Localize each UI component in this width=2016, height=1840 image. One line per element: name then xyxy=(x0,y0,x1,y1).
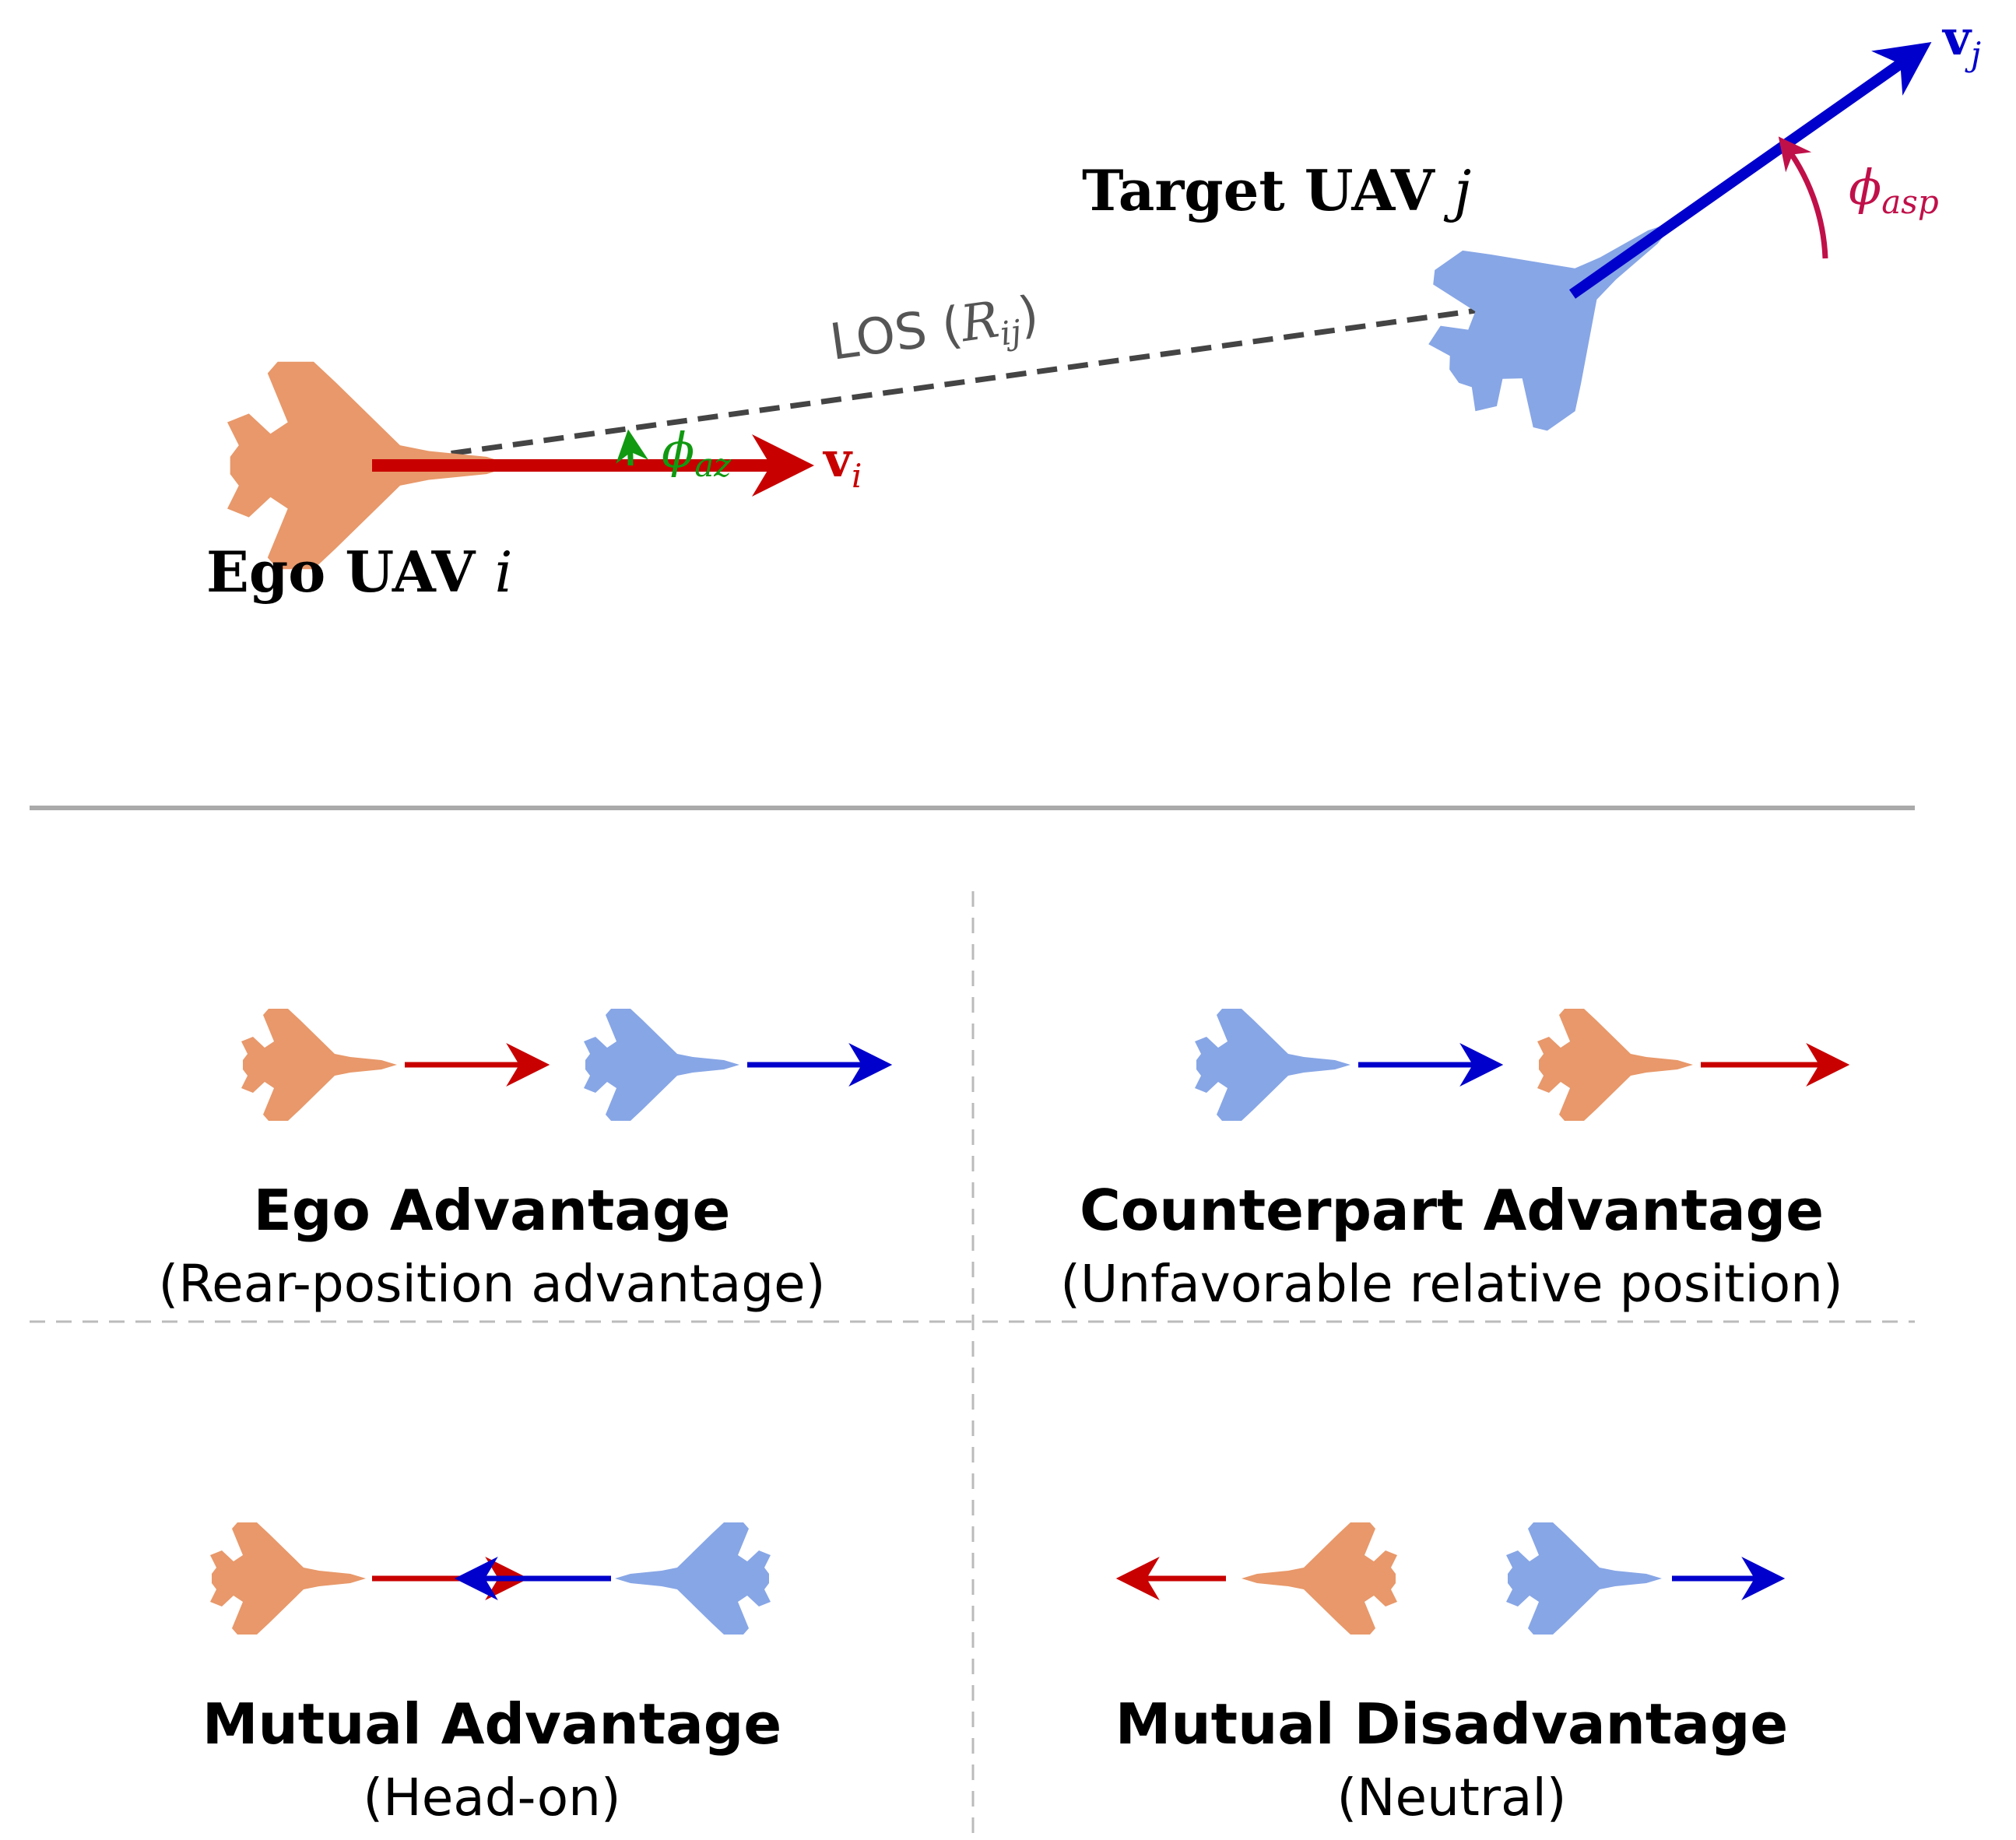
ego-jet-icon xyxy=(1242,1522,1397,1635)
panel-counterpart-advantage: Counterpart Advantage (Unfavorable relat… xyxy=(1060,1009,1850,1314)
aspect-angle-arc xyxy=(1778,136,1828,259)
ego-jet-icon xyxy=(1537,1009,1693,1121)
target-velocity-vector xyxy=(1568,41,1932,299)
top-engagement-geometry: Ego UAV i Target UAV j vi vj LOS (Rij) ϕ… xyxy=(206,9,1981,605)
los-label: LOS (Rij) xyxy=(827,286,1043,377)
panel-ego-advantage: Ego Advantage (Rear-position advantage) xyxy=(158,1009,893,1314)
vi-label: vi xyxy=(822,431,862,495)
panel-subtitle: (Rear-position advantage) xyxy=(158,1254,825,1314)
ego-jet-icon xyxy=(241,1009,397,1121)
los-line xyxy=(420,304,1499,461)
target-jet-icon xyxy=(1506,1522,1662,1635)
panel-title: Ego Advantage xyxy=(254,1178,731,1243)
panel-title: Counterpart Advantage xyxy=(1080,1178,1824,1243)
azimuth-angle-arc xyxy=(616,429,648,466)
vj-label: vj xyxy=(1941,9,1981,73)
target-jet-icon xyxy=(584,1009,739,1121)
panel-mutual-advantage: Mutual Advantage (Head-on) xyxy=(202,1522,781,1828)
panel-subtitle: (Head-on) xyxy=(363,1768,620,1828)
ego-uav-label: Ego UAV i xyxy=(206,539,512,605)
phi-asp-label: ϕasp xyxy=(1849,159,1939,221)
panel-title: Mutual Advantage xyxy=(202,1691,781,1757)
phi-az-label: ϕaz xyxy=(662,422,732,484)
ego-jet-icon xyxy=(210,1522,366,1635)
panel-subtitle: (Neutral) xyxy=(1336,1768,1566,1828)
target-jet-icon xyxy=(615,1522,771,1635)
panel-mutual-disadvantage: Mutual Disadvantage (Neutral) xyxy=(1115,1522,1789,1828)
target-uav-label: Target UAV j xyxy=(1082,157,1471,223)
target-jet-icon xyxy=(1195,1009,1350,1121)
panel-title: Mutual Disadvantage xyxy=(1115,1691,1789,1757)
panel-subtitle: (Unfavorable relative position) xyxy=(1060,1254,1843,1314)
